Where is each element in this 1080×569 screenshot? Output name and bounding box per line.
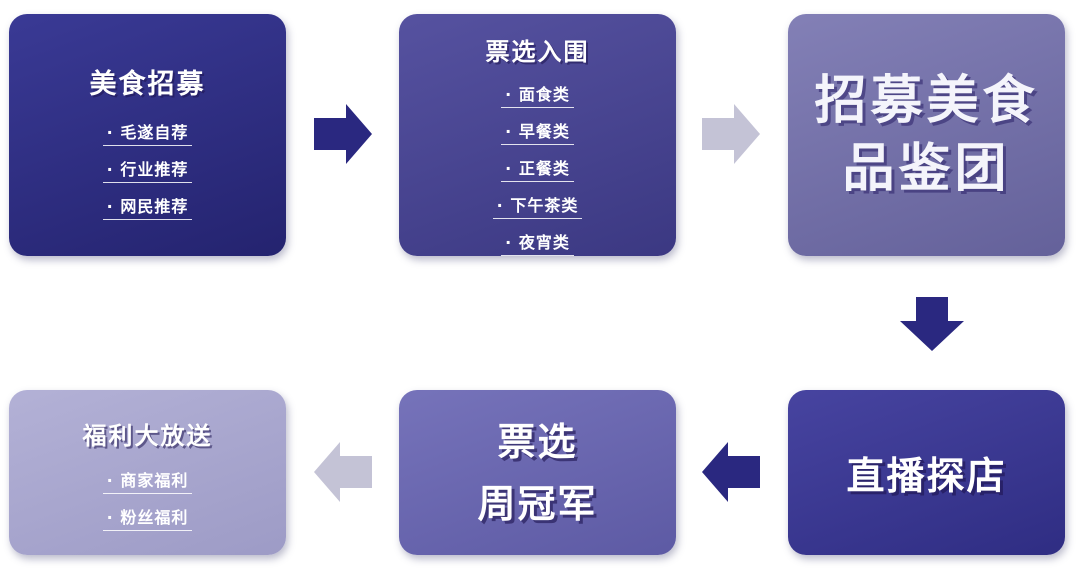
vote-select-item: · 早餐类 bbox=[501, 118, 574, 145]
livestream-title: 直播探店 bbox=[846, 454, 1007, 498]
tasting-group-line2: 品鉴团 bbox=[842, 139, 1011, 199]
arrow-right-icon bbox=[314, 104, 372, 164]
welfare-list: · 商家福利 · 粉丝福利 bbox=[102, 457, 193, 531]
vote-select-title: 票选入围 bbox=[485, 38, 590, 66]
welfare-box: 福利大放送 · 商家福利 · 粉丝福利 bbox=[9, 390, 286, 555]
weekly-champion-box: 票选 周冠军 bbox=[399, 390, 676, 555]
vote-select-item: · 夜宵类 bbox=[501, 229, 574, 256]
recruit-item: · 毛遂自荐 bbox=[102, 119, 193, 146]
recruit-item: · 网民推荐 bbox=[102, 193, 193, 220]
livestream-box: 直播探店 bbox=[788, 390, 1065, 555]
recruit-item: · 行业推荐 bbox=[102, 156, 193, 183]
welfare-item: · 粉丝福利 bbox=[102, 504, 193, 531]
vote-select-item: · 面食类 bbox=[501, 81, 574, 108]
weekly-champion-line1: 票选 bbox=[497, 419, 578, 464]
arrow-left-icon bbox=[702, 442, 760, 502]
weekly-champion-line2: 周冠军 bbox=[477, 481, 598, 526]
welfare-item: · 商家福利 bbox=[102, 467, 193, 494]
tasting-group-box: 招募美食 品鉴团 bbox=[788, 14, 1065, 256]
recruit-title: 美食招募 bbox=[89, 69, 206, 100]
arrow-left-icon bbox=[314, 442, 372, 502]
arrow-down-icon bbox=[900, 297, 964, 351]
vote-select-list: · 面食类 · 早餐类 · 正餐类 · 下午茶类 · 夜宵类 bbox=[492, 71, 583, 256]
tasting-group-line1: 招募美食 bbox=[814, 71, 1039, 131]
recruit-list: · 毛遂自荐 · 行业推荐 · 网民推荐 bbox=[102, 109, 193, 220]
vote-select-item: · 正餐类 bbox=[501, 155, 574, 182]
arrow-right-icon bbox=[702, 104, 760, 164]
welfare-title: 福利大放送 bbox=[82, 422, 213, 450]
vote-select-box: 票选入围 · 面食类 · 早餐类 · 正餐类 · 下午茶类 · 夜宵类 bbox=[399, 14, 676, 256]
recruit-box: 美食招募 · 毛遂自荐 · 行业推荐 · 网民推荐 bbox=[9, 14, 286, 256]
vote-select-item: · 下午茶类 bbox=[492, 192, 583, 219]
